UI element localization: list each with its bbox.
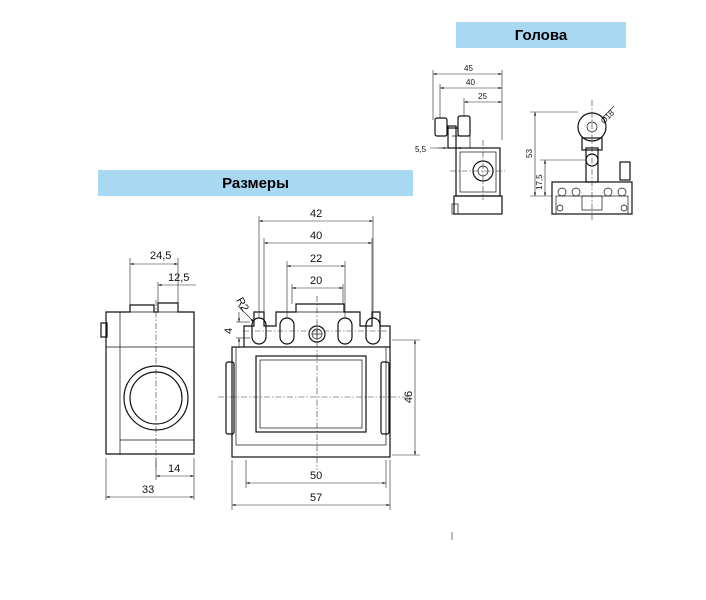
dimensions-title: Размеры bbox=[222, 174, 289, 192]
dim-46: 46 bbox=[403, 391, 415, 403]
dimensions-title-banner: Размеры bbox=[98, 170, 413, 196]
head-dim-40: 40 bbox=[466, 78, 475, 87]
dim-12-5: 12,5 bbox=[168, 272, 189, 284]
head-side-view bbox=[434, 115, 505, 215]
dim-r2: R2 bbox=[233, 296, 250, 314]
dim-14: 14 bbox=[168, 463, 180, 475]
head-dim-53: 53 bbox=[525, 149, 534, 158]
head-dim-18: Ø18 bbox=[599, 108, 616, 125]
head-side-dimensions: 45 40 25 5,5 bbox=[415, 64, 503, 154]
head-dim-25: 25 bbox=[478, 92, 487, 101]
head-dim-5-5: 5,5 bbox=[415, 145, 427, 154]
dim-33: 33 bbox=[142, 484, 154, 496]
dim-4: 4 bbox=[223, 328, 235, 334]
head-dim-17-5: 17,5 bbox=[535, 174, 544, 190]
side-view-dimensions: 24,5 12,5 14 33 bbox=[105, 250, 196, 500]
dim-24-5: 24,5 bbox=[150, 250, 171, 262]
side-view bbox=[100, 300, 195, 470]
head-title-banner: Голова bbox=[456, 22, 626, 48]
head-title: Голова bbox=[514, 26, 568, 44]
dim-40: 40 bbox=[310, 230, 322, 242]
head-front-view bbox=[551, 100, 633, 220]
head-dim-45: 45 bbox=[464, 64, 473, 73]
dim-42: 42 bbox=[310, 208, 322, 220]
dim-22: 22 bbox=[310, 253, 322, 265]
dim-20: 20 bbox=[310, 275, 322, 287]
dim-57: 57 bbox=[310, 492, 322, 504]
dim-50: 50 bbox=[310, 470, 322, 482]
